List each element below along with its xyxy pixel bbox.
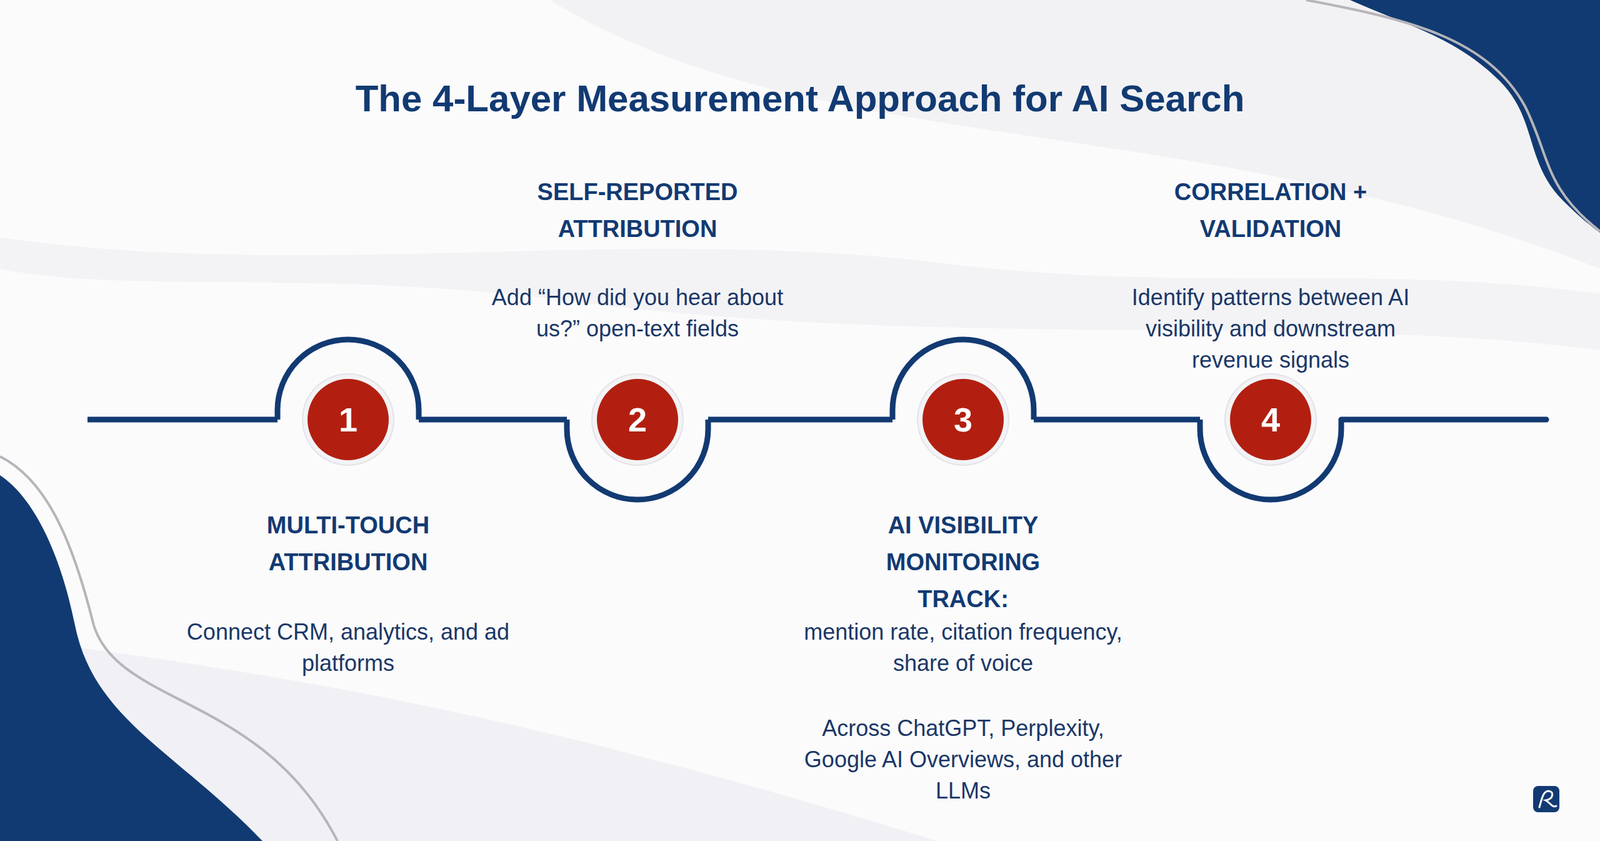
diagram-title: The 4-Layer Measurement Approach for AI … [0,73,1600,124]
step-description: Identify patterns between AI visibility … [1111,281,1430,376]
step-description: mention rate, citation frequency, share … [775,616,1151,679]
step-heading: CORRELATION + VALIDATION [1139,173,1402,248]
timeline-step: 2SELF-REPORTED ATTRIBUTIONAdd “How did y… [566,339,709,500]
logo-mark [1533,785,1560,812]
timeline-lead [87,416,278,423]
corner-blob [1350,0,1600,233]
step-number: 3 [922,378,1004,460]
timeline-step: 4CORRELATION + VALIDATIONIdentify patter… [1200,339,1342,500]
step-number: 4 [1230,378,1312,460]
timeline-connector [708,416,893,423]
timeline-connector [1033,416,1200,423]
step-circle: 3 [922,378,1004,460]
timeline-step: 3AI VISIBILITY MONITORING TRACK:mention … [892,339,1034,500]
logo-glyph [1539,790,1557,807]
step-description: Across ChatGPT, Perplexity, Google AI Ov… [785,712,1142,807]
step-description: Connect CRM, analytics, and ad platforms [166,616,530,679]
step-circle: 2 [596,378,679,460]
step-number: 2 [596,378,679,460]
timeline-connector [418,416,567,423]
timeline-step: 1MULTI-TOUCH ATTRIBUTIONConnect CRM, ana… [277,339,419,500]
step-heading: MULTI-TOUCH ATTRIBUTION [216,506,480,581]
step-heading: SELF-REPORTED ATTRIBUTION [500,173,775,248]
step-circle: 1 [307,378,389,460]
step-description: Add “How did you hear about us?” open-te… [468,281,807,345]
corner-blob [0,475,263,841]
step-circle: 4 [1230,378,1312,460]
step-heading: AI VISIBILITY MONITORING TRACK: [853,506,1073,618]
step-number: 1 [307,378,389,460]
timeline-tail [1341,416,1547,423]
